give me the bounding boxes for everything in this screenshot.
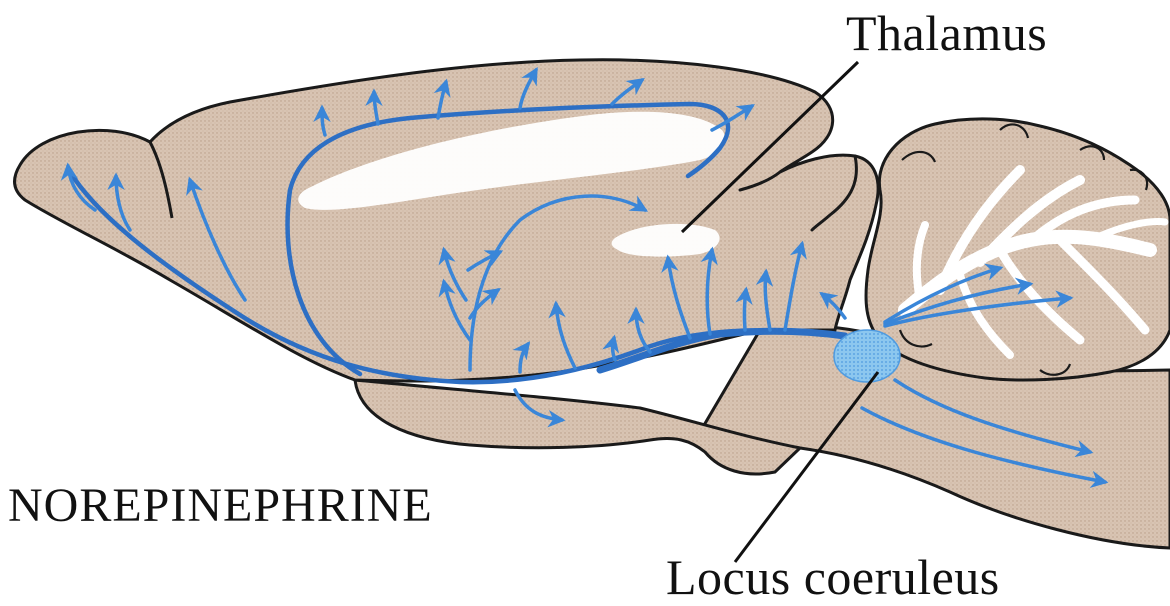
locus-coeruleus-label: Locus coeruleus: [666, 548, 1000, 606]
neurotransmitter-title: NOREPINEPHRINE: [8, 478, 433, 533]
thalamus-label: Thalamus: [846, 4, 1047, 62]
locus-coeruleus-nucleus: [834, 330, 900, 382]
arrow-thalamic-3: [744, 290, 746, 330]
